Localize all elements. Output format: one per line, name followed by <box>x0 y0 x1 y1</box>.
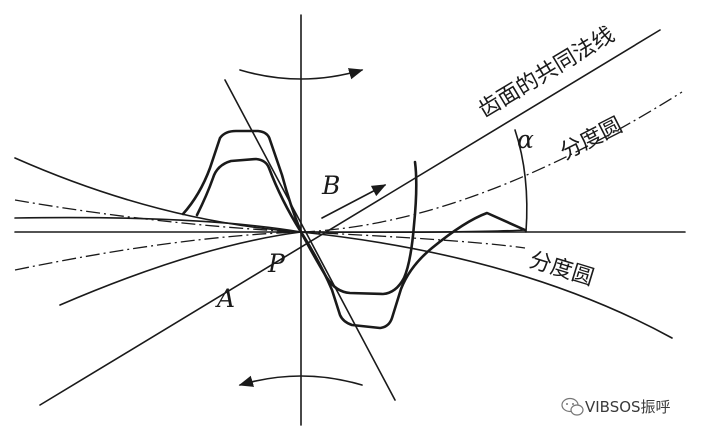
lower-rotation-arrow <box>238 375 363 387</box>
lower-gear-tooth-inner <box>299 160 418 296</box>
upper-pitch-circle <box>14 91 683 233</box>
upper-gear-tooth-inner <box>195 157 303 234</box>
lower-gear-base-arc <box>14 216 673 339</box>
line-of-action <box>39 29 661 406</box>
upper-rotation-arrow <box>239 68 364 80</box>
pressure-angle-label: α <box>517 125 534 154</box>
lower-gear-tooth-outer <box>299 211 527 330</box>
wechat-icon <box>561 397 584 416</box>
upper-pitch-circle-label: 分度圆 <box>556 113 626 165</box>
watermark-text: VIBSOS振呼 <box>585 398 671 416</box>
lower-pitch-circle <box>14 231 526 271</box>
line-of-action-arrow <box>321 184 387 219</box>
pressure-angle-arc <box>514 129 528 233</box>
lower-pitch-circle-label: 分度圆 <box>526 248 596 291</box>
point-b-label: B <box>321 171 340 200</box>
point-a-label: A <box>215 284 235 313</box>
lower-gear-pitch-arc <box>59 231 302 306</box>
common-normal-label: 齿面的共同法线 <box>474 22 619 123</box>
watermark: VIBSOS振呼 <box>561 397 671 416</box>
tangent-line <box>224 79 396 401</box>
upper-gear-tooth-outer <box>181 129 303 234</box>
point-p-label: P <box>267 249 286 278</box>
